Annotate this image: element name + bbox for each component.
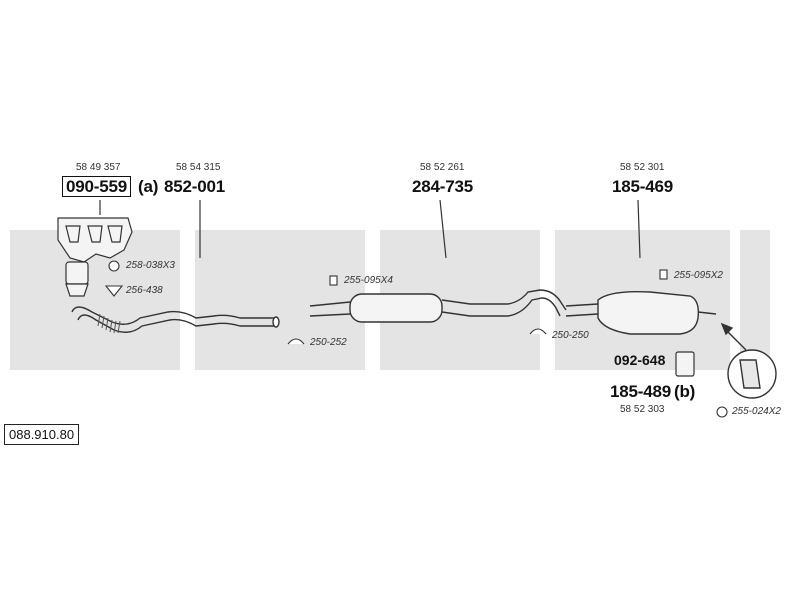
oe-number-3: 58 52 261 [420, 162, 465, 173]
part-number-2[interactable]: 852-001 [164, 177, 225, 196]
diagram-reference: 088.910.80 [4, 424, 80, 445]
bolt-icon [659, 269, 668, 280]
oe-number-1: 58 49 357 [76, 162, 121, 173]
nut-icon [108, 260, 120, 272]
mount-part-number[interactable]: 092-648 [614, 352, 666, 368]
accessory-code-4[interactable]: 250-252 [310, 337, 347, 348]
background-watermark [10, 230, 770, 370]
flex-joint [97, 313, 121, 334]
catalytic-manifold [57, 217, 133, 297]
part-number-5[interactable]: 185-489 [610, 382, 671, 401]
accessory-code-7[interactable]: 255-024X2 [732, 406, 781, 417]
gasket-icon [104, 285, 124, 297]
rear-silencer [565, 290, 717, 335]
part-number-4[interactable]: 185-469 [612, 177, 673, 196]
oe-number-4: 58 52 301 [620, 162, 665, 173]
mount-rubber [675, 351, 695, 377]
detail-inset [720, 322, 777, 399]
clamp-icon [287, 338, 305, 345]
accessory-code-6[interactable]: 255-095X2 [674, 270, 723, 281]
bolt-icon [329, 275, 338, 286]
oe-number-2: 58 54 315 [176, 162, 221, 173]
accessory-code-3[interactable]: 255-095X4 [344, 275, 393, 286]
part-number-3[interactable]: 284-735 [412, 177, 473, 196]
front-pipe [71, 306, 280, 333]
leader-lines [99, 199, 641, 259]
accessory-code-2[interactable]: 256-438 [126, 285, 163, 296]
oe-number-5: 58 52 303 [620, 404, 665, 415]
part-suffix-5: (b) [674, 382, 696, 401]
part-suffix-1: (a) [138, 177, 159, 196]
part-number-1[interactable]: 090-559 [62, 176, 131, 197]
accessory-code-1[interactable]: 258-038X3 [126, 260, 175, 271]
accessory-glyphs [104, 260, 728, 418]
clamp-icon [529, 328, 547, 335]
spring-icon [716, 406, 728, 418]
middle-silencer [309, 289, 567, 323]
accessory-code-5[interactable]: 250-250 [552, 330, 589, 341]
